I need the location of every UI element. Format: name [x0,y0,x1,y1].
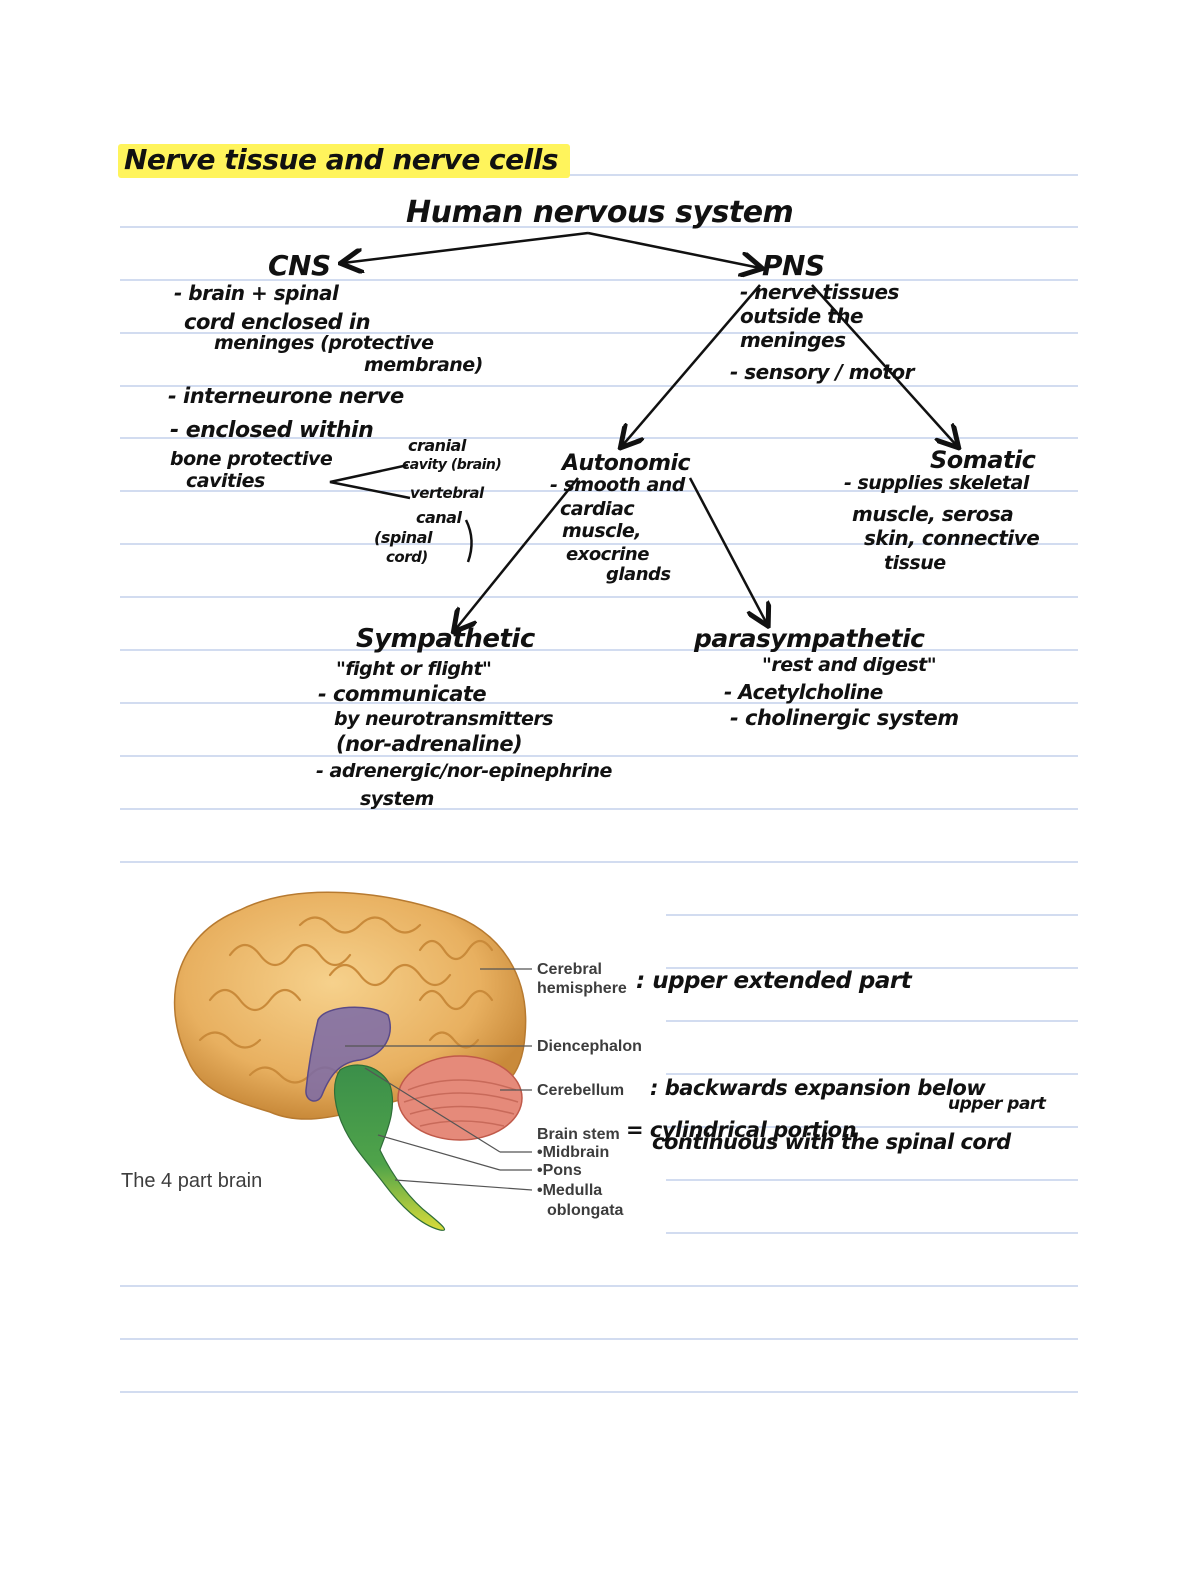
parasympathetic-note: - Acetylcholine [724,680,883,704]
parasympathetic-note: "rest and digest" [762,654,937,676]
cns-note: - enclosed within [170,418,374,443]
autonomic-note: glands [606,564,671,585]
autonomic-note: exocrine [566,544,649,565]
label-hemisphere: hemisphere [537,980,627,997]
cns-heading: CNS [268,249,331,282]
title-highlight [118,144,570,178]
parasympathetic-heading: parasympathetic [694,624,925,653]
sympathetic-note: (nor-adrenaline) [336,732,523,756]
cavity-label: vertebral [410,484,484,502]
note-cerebellum: : backwards expansion below [650,1076,986,1100]
sympathetic-note: by neurotransmitters [334,708,554,730]
page-title: Nerve tissue and nerve cells [124,143,559,176]
arrow-to-parasympathetic [688,477,767,624]
autonomic-note: - smooth and [550,474,685,496]
cns-note: bone protective [170,448,333,470]
cns-note: - interneurone nerve [168,384,404,408]
label-oblongata: oblongata [547,1202,624,1219]
cavity-label: cord) [386,548,428,566]
cns-note: cavities [186,470,265,492]
somatic-heading: Somatic [930,446,1036,474]
somatic-note: skin, connective [864,526,1040,550]
cerebellum-folia [403,1079,519,1127]
label-pons: •Pons [537,1162,582,1179]
cns-note: membrane) [364,354,483,376]
pns-note: outside the [740,304,864,328]
root-node: Human nervous system [406,195,794,230]
sympathetic-heading: Sympathetic [356,624,535,654]
paren-spinal [464,519,473,563]
brainstem-shape [334,1064,445,1231]
figure-caption: The 4 part brain [121,1170,263,1192]
pns-heading: PNS [762,249,825,282]
sympathetic-note: "fight or flight" [336,658,492,680]
autonomic-note: cardiac [560,498,635,520]
note-brainstem: = cylindrical portion [626,1118,857,1142]
cns-note: cord enclosed in [184,310,371,334]
label-midbrain: •Midbrain [537,1144,610,1161]
label-brainstem: Brain stem [537,1126,620,1143]
parasympathetic-note: - cholinergic system [730,706,959,730]
pns-note: - nerve tissues [740,280,899,304]
brace-cavities [329,463,411,500]
somatic-note: muscle, serosa [852,502,1014,526]
cavity-label: cavity (brain) [402,457,502,473]
arrow-to-cns [343,231,589,263]
autonomic-note: muscle, [562,520,642,542]
somatic-note: - supplies skeletal [844,472,1029,494]
pns-note: - sensory / motor [730,360,915,384]
note-cerebellum-2: upper part [948,1094,1046,1114]
arrow-to-somatic [811,284,957,446]
cns-note: - brain + spinal [174,281,339,305]
diencephalon-shape [305,1006,391,1102]
autonomic-heading: Autonomic [562,451,691,476]
sympathetic-note: - communicate [318,682,487,706]
sympathetic-note: - adrenergic/nor-epinephrine [316,760,612,782]
note-brainstem-2: continuous with the spinal cord [652,1130,1011,1154]
sympathetic-note: system [360,788,434,810]
arrow-to-autonomic [622,284,761,446]
somatic-note: tissue [884,552,946,574]
label-diencephalon: Diencephalon [537,1038,642,1055]
label-medulla: •Medulla [537,1182,603,1199]
label-cerebellum: Cerebellum [537,1082,625,1099]
arrow-to-sympathetic [455,477,579,630]
cns-note: meninges (protective [214,332,434,354]
label-cerebral: Cerebral [537,961,602,978]
cavity-label: (spinal [374,528,432,547]
pns-note: meninges [740,328,846,352]
cerebellum-shape [397,1055,523,1141]
arrow-to-pns [587,231,760,268]
cavity-label: canal [416,508,462,527]
note-cerebral: : upper extended part [636,968,912,994]
cavity-label: cranial [408,436,466,455]
leader-lines [345,968,533,1191]
